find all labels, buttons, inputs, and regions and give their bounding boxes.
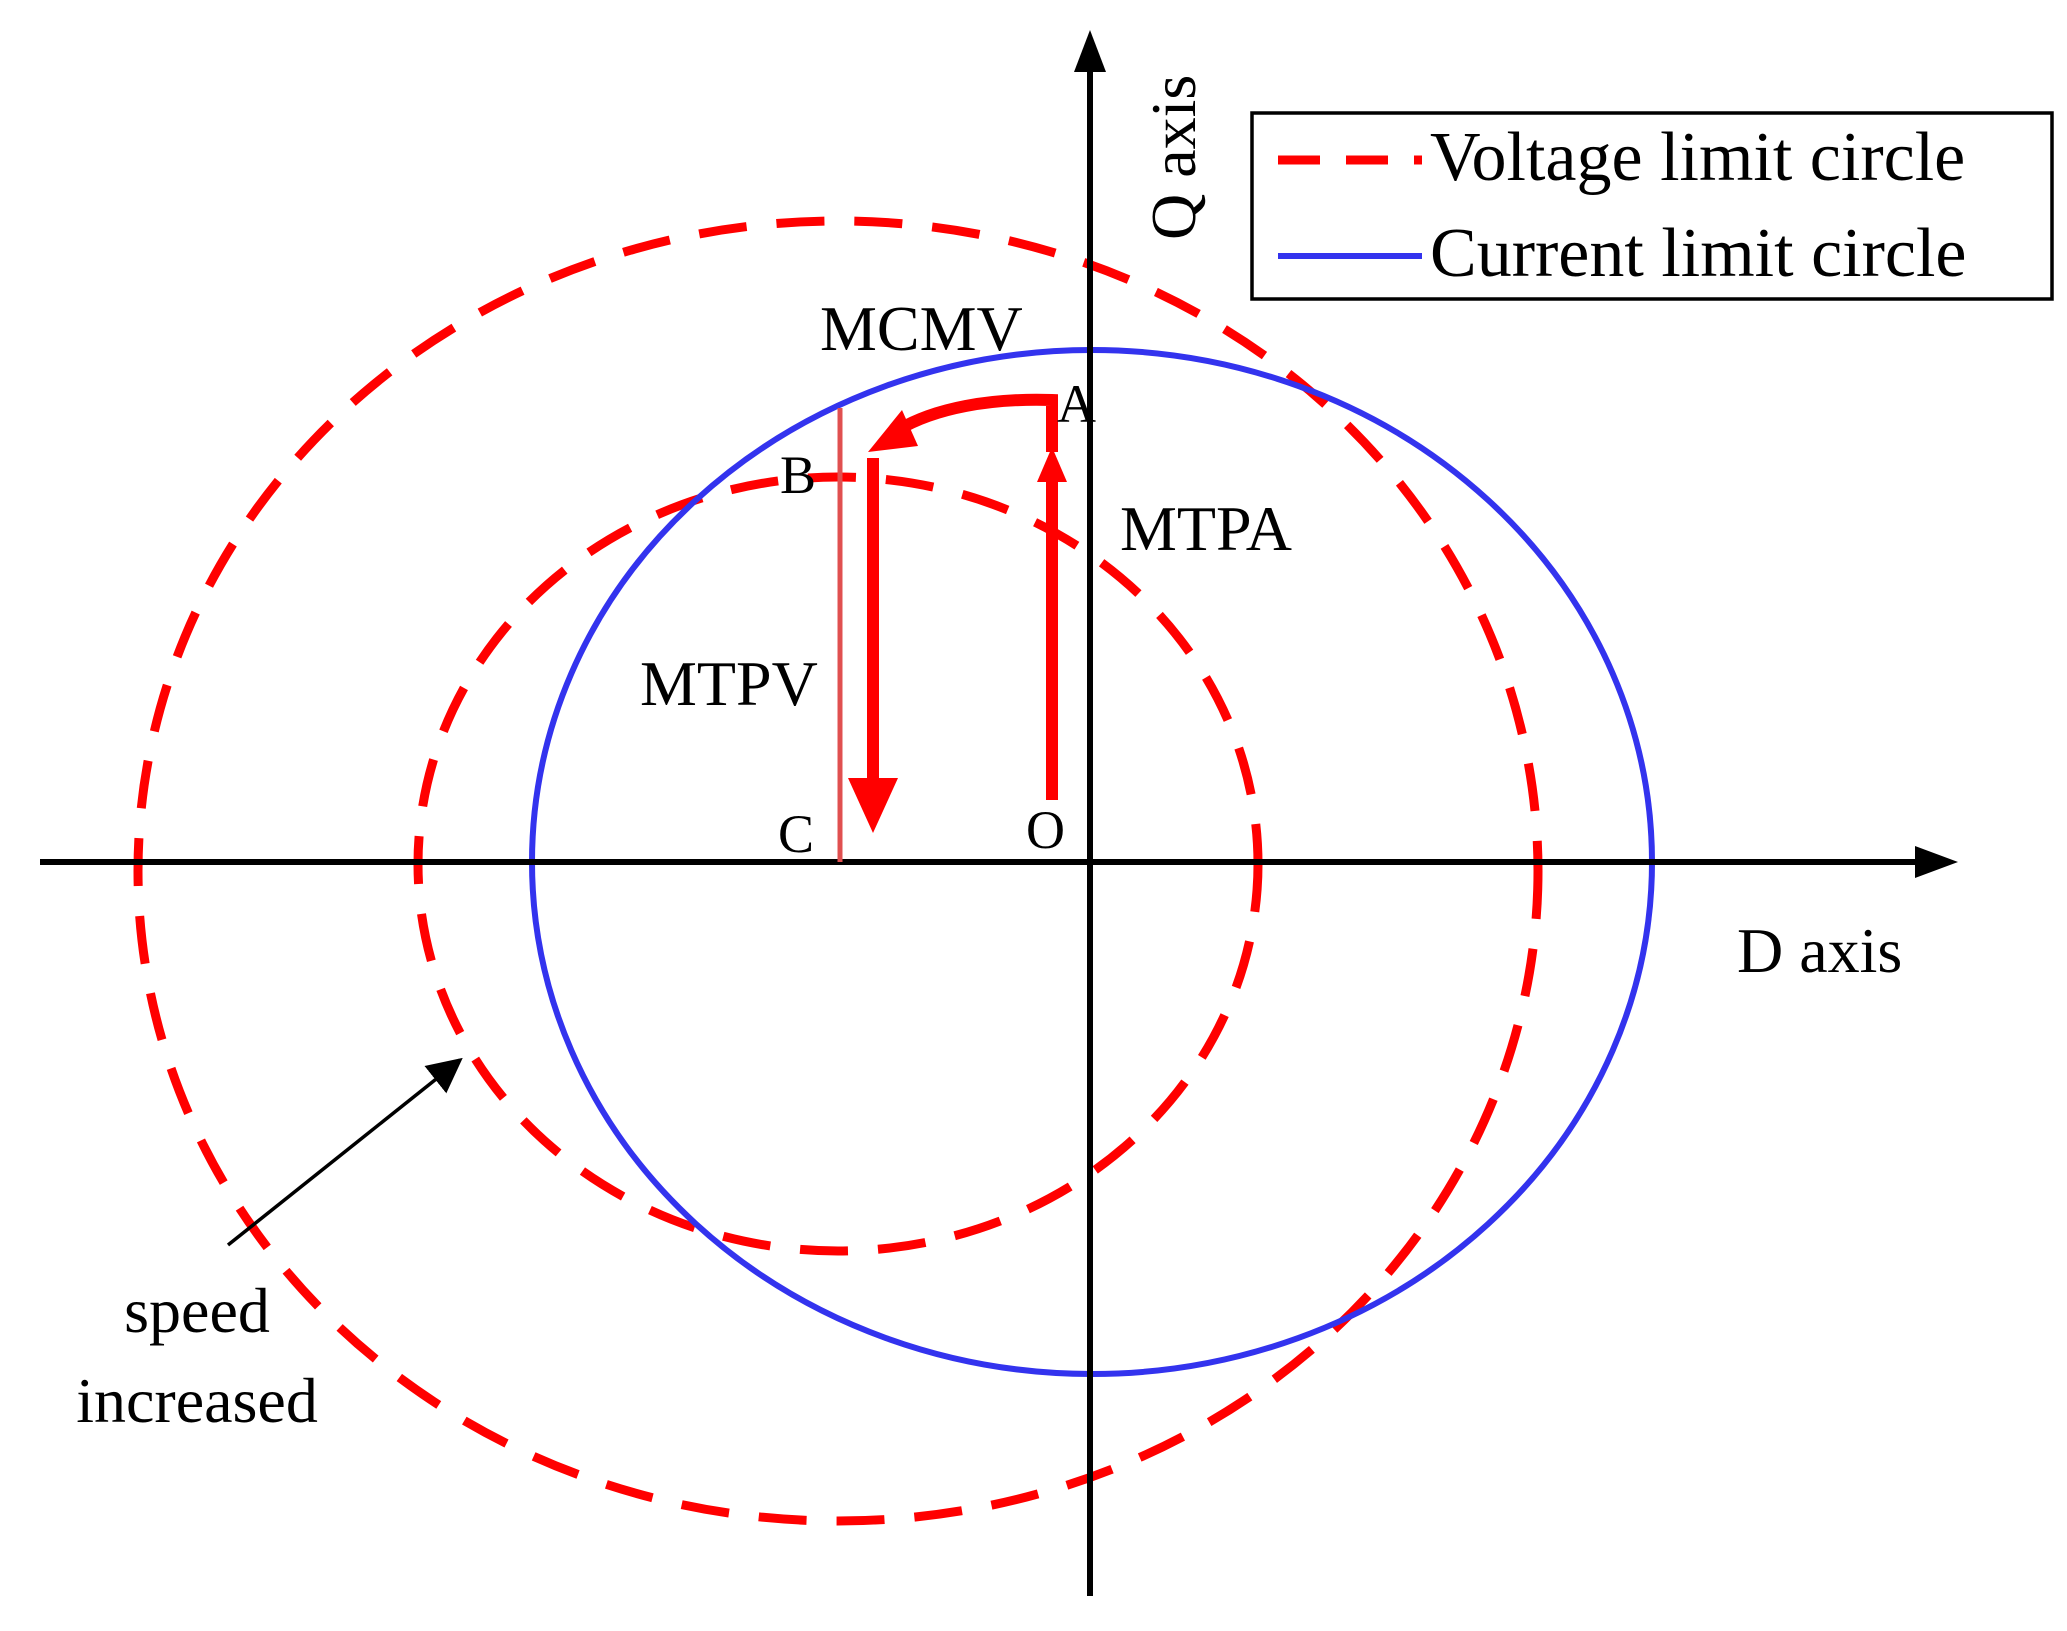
q-axis-arrowhead bbox=[1074, 30, 1106, 72]
mtpa-label: MTPA bbox=[1120, 493, 1292, 564]
mtpa-arrowhead bbox=[1037, 447, 1067, 482]
mtpv-arrowhead bbox=[848, 778, 898, 833]
d-axis-arrowhead bbox=[1915, 846, 1958, 878]
mcmv-label: MCMV bbox=[820, 293, 1023, 364]
point-b-label: B bbox=[780, 445, 816, 505]
mtpv-label: MTPV bbox=[640, 648, 818, 719]
point-o-label: O bbox=[1026, 800, 1065, 860]
d-axis-label: D axis bbox=[1737, 915, 1902, 986]
legend-voltage-label: Voltage limit circle bbox=[1430, 119, 1965, 196]
q-axis-label: Q axis bbox=[1138, 75, 1209, 240]
mcmv-arrowhead bbox=[868, 410, 918, 452]
point-c-label: C bbox=[778, 804, 814, 864]
mcmv-trajectory bbox=[894, 393, 1058, 452]
point-a-label: A bbox=[1057, 374, 1096, 434]
speed-increased-text-line1: speed bbox=[124, 1275, 270, 1346]
speed-increased-text-line2: increased bbox=[76, 1365, 318, 1436]
voltage-limit-circle-outer bbox=[133, 216, 1543, 1526]
legend-box bbox=[1250, 111, 2054, 301]
legend: Voltage limit circle Current limit circl… bbox=[1250, 111, 2054, 301]
speed-increased-arrow bbox=[226, 1057, 463, 1247]
legend-current-label: Current limit circle bbox=[1430, 215, 1966, 292]
